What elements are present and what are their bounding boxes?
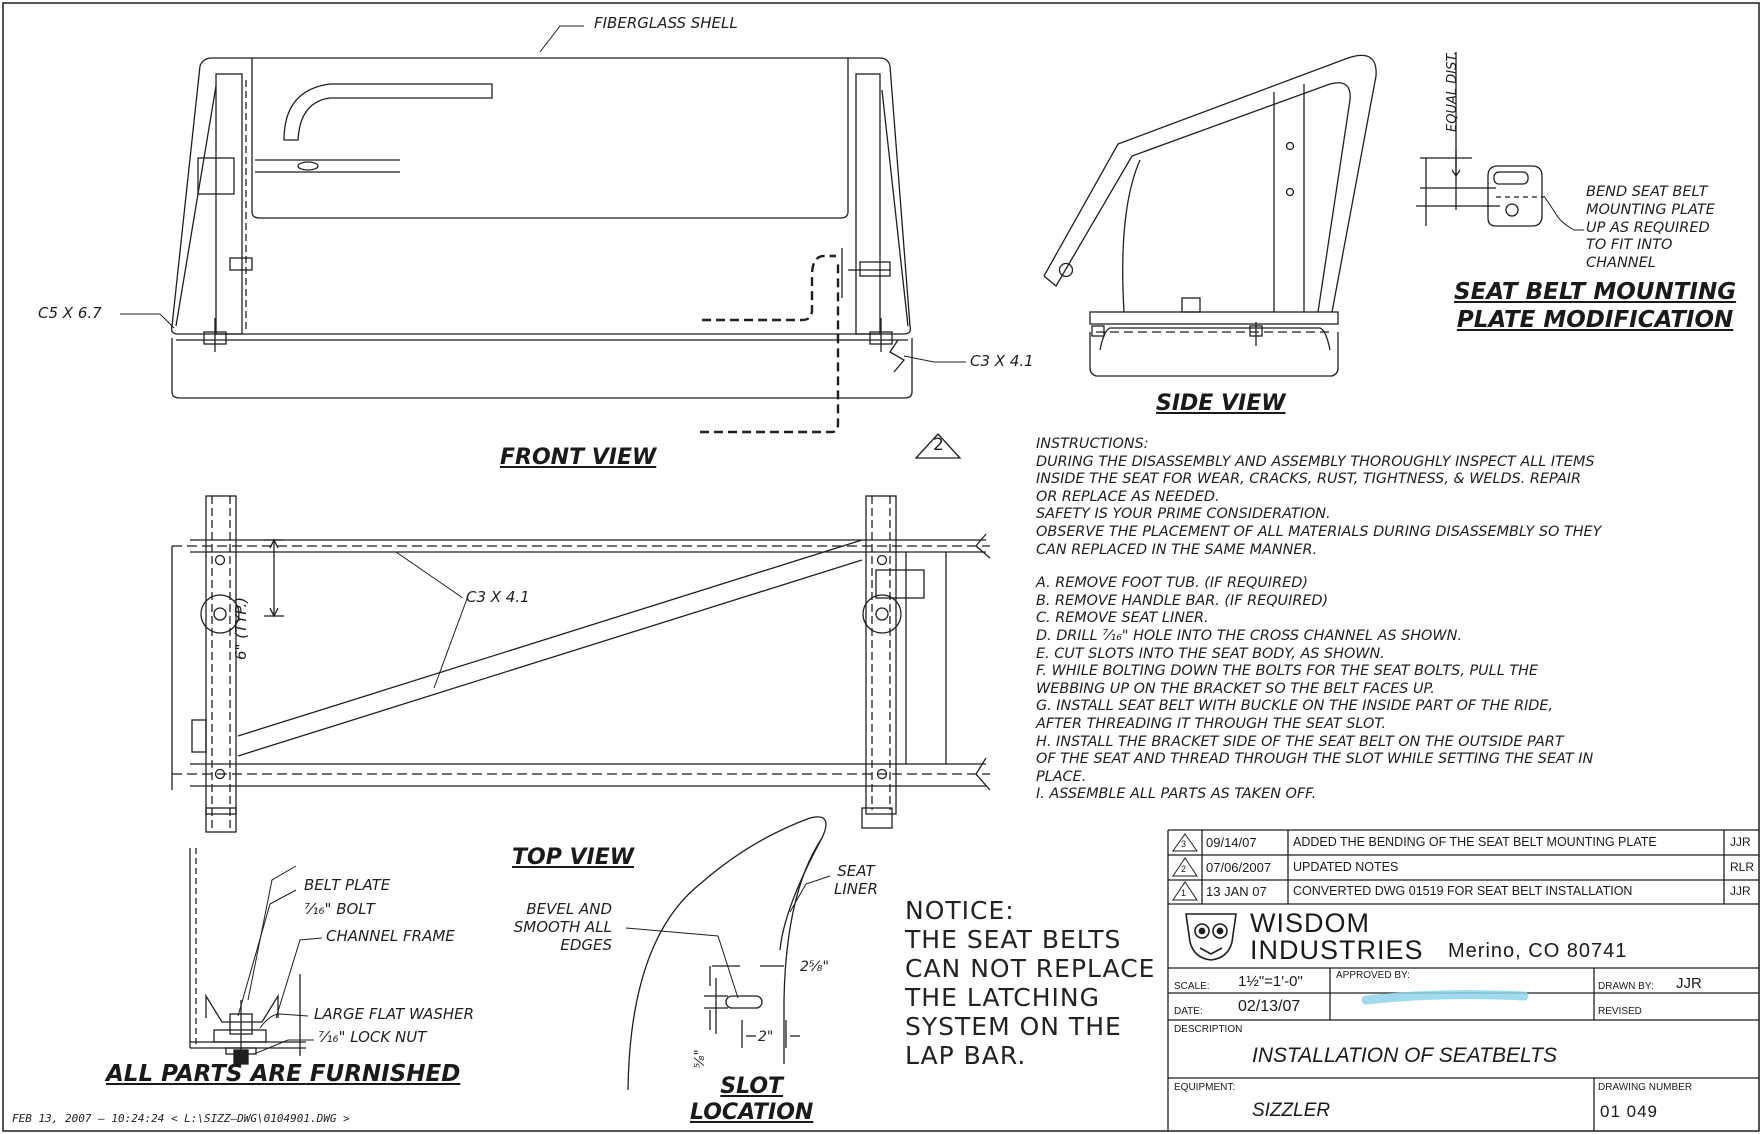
file-footer: FEB 13, 2007 – 10:24:24 < L:\SIZZ–DWG\01…: [12, 1112, 350, 1125]
title-seatbelt-plate: SEAT BELT MOUNTING PLATE MODIFICATION: [1454, 279, 1737, 333]
revised-label: REVISED: [1598, 1006, 1642, 1017]
label-rev-marker: 2: [933, 435, 944, 455]
drawing-number-value: 01 049: [1600, 1102, 1658, 1121]
equipment-label: EQUIPMENT:: [1174, 1082, 1236, 1093]
label-c3-front: C3 X 4.1: [970, 352, 1034, 370]
revision-date: 07/06/2007: [1206, 860, 1272, 875]
wisdom-logo: [1185, 913, 1237, 961]
label-bolt: ⁷⁄₁₆" BOLT: [304, 900, 375, 918]
label-dim-2-5-8: 2⁵⁄₈": [800, 959, 829, 975]
revision-date: 13 JAN 07: [1206, 884, 1267, 899]
drawn-by-label: DRAWN BY:: [1598, 981, 1654, 992]
date-label: DATE:: [1174, 1006, 1203, 1017]
revision-number: 1: [1181, 888, 1187, 898]
label-belt-plate: BELT PLATE: [304, 876, 391, 894]
front-view-drawing: [120, 25, 966, 434]
date-value: 02/13/07: [1238, 998, 1301, 1015]
seatbelt-plate-drawing: [1416, 52, 1584, 231]
label-bevel-edges: BEVEL AND SMOOTH ALL EDGES: [513, 900, 612, 954]
approved-label: APPROVED BY:: [1336, 970, 1410, 981]
label-dim-2: 2": [758, 1029, 774, 1045]
label-6in-typ: 6" (TYP.): [232, 597, 250, 660]
slot-location-drawing: [625, 816, 831, 1091]
title-front-view: FRONT VIEW: [500, 445, 657, 470]
revision-description: ADDED THE BENDING OF THE SEAT BELT MOUNT…: [1293, 835, 1657, 849]
instructions-block: INSTRUCTIONS: DURING THE DISASSEMBLY AND…: [1036, 436, 1602, 803]
revision-date: 09/14/07: [1206, 835, 1257, 850]
revision-description: UPDATED NOTES: [1293, 860, 1399, 874]
parts-detail-drawing: [189, 848, 323, 1065]
label-seat-liner: SEAT LINER: [834, 862, 878, 898]
label-dim-5-8: ⁵⁄₈": [693, 1049, 708, 1068]
revision-initials: RLR: [1730, 860, 1755, 874]
label-lock-nut: ⁷⁄₁₆" LOCK NUT: [318, 1028, 427, 1046]
label-c3-top: C3 X 4.1: [466, 588, 530, 606]
revision-number: 3: [1181, 839, 1187, 849]
label-channel-frame: CHANNEL FRAME: [326, 927, 455, 945]
revision-initials: JJR: [1730, 835, 1751, 849]
label-fiberglass-shell: FIBERGLASS SHELL: [594, 14, 738, 32]
scale-value: 1½"=1'-0": [1238, 973, 1303, 990]
revision-number: 2: [1181, 864, 1187, 874]
label-flat-washer: LARGE FLAT WASHER: [314, 1005, 475, 1023]
company-name: WISDOM INDUSTRIES: [1250, 908, 1424, 965]
equipment-value: SIZZLER: [1252, 1100, 1331, 1121]
label-bend-note: BEND SEAT BELT MOUNTING PLATE UP AS REQU…: [1586, 184, 1715, 272]
title-side-view: SIDE VIEW: [1156, 391, 1286, 416]
drawn-by-value: JJR: [1676, 975, 1702, 992]
side-view-drawing: [1043, 54, 1377, 377]
top-view-drawing: [171, 495, 991, 833]
label-equal-dist: EQUAL DIST.: [1445, 51, 1460, 132]
approval-signature-highlight: [1361, 990, 1529, 1005]
title-slot-location: SLOT LOCATION: [690, 1074, 814, 1125]
scale-label: SCALE:: [1174, 981, 1210, 992]
description-value: INSTALLATION OF SEATBELTS: [1252, 1044, 1557, 1067]
revision-description: CONVERTED DWG 01519 FOR SEAT BELT INSTAL…: [1293, 884, 1633, 898]
title-all-parts: ALL PARTS ARE FURNISHED: [106, 1061, 461, 1087]
description-label: DESCRIPTION: [1174, 1024, 1243, 1035]
company-location: Merino, CO 80741: [1448, 940, 1628, 962]
revision-initials: JJR: [1730, 884, 1751, 898]
label-c5-channel: C5 X 6.7: [38, 304, 102, 322]
notice-block: NOTICE: THE SEAT BELTS CAN NOT REPLACE T…: [905, 896, 1156, 1070]
title-top-view: TOP VIEW: [512, 845, 634, 870]
drawing-number-label: DRAWING NUMBER: [1598, 1082, 1693, 1093]
